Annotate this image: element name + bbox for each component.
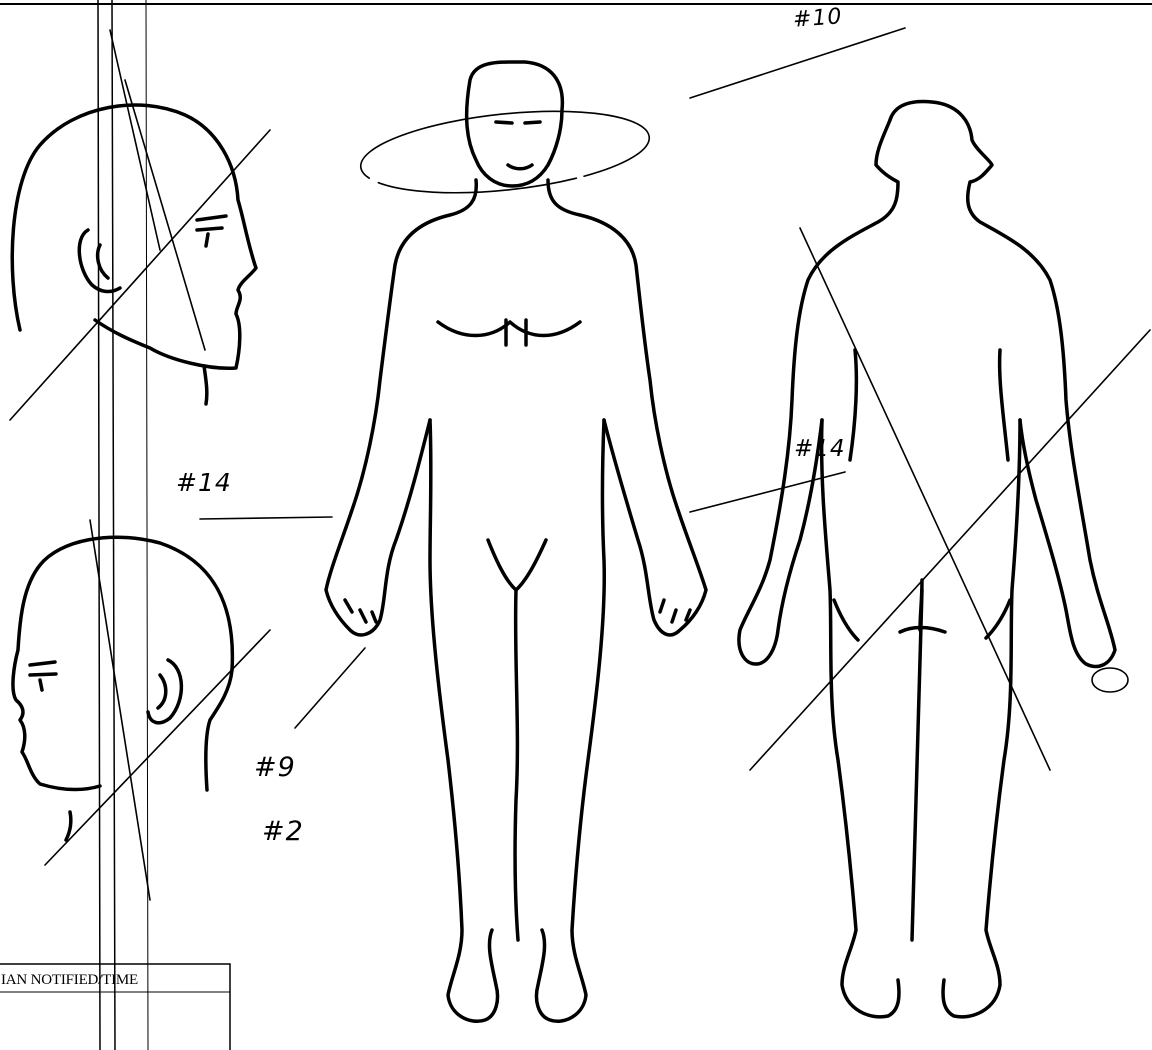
annotation-10: #10 bbox=[792, 4, 843, 32]
annotation-9: #9 bbox=[254, 752, 296, 783]
body-front-view bbox=[326, 62, 706, 1021]
annotation-2: #2 bbox=[262, 816, 304, 847]
head-left-profile bbox=[13, 537, 232, 840]
physician-notified-time-label: IAN NOTIFIED/TIME bbox=[1, 972, 138, 989]
annotation-leaders bbox=[10, 28, 1150, 900]
head-right-profile bbox=[12, 105, 256, 404]
annotation-14-left: #14 bbox=[176, 468, 232, 497]
annotation-14-back: #14 bbox=[794, 436, 846, 462]
body-back-view bbox=[739, 102, 1115, 1017]
